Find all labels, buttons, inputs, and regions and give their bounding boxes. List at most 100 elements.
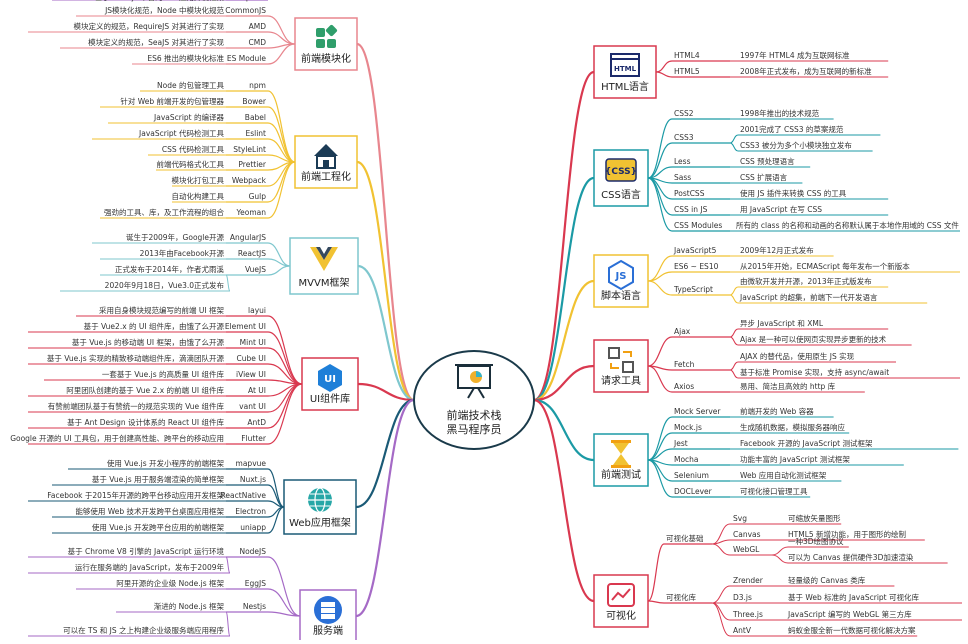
item-key: JavaScript5 <box>673 246 717 255</box>
branch-node-engineering[interactable]: 前端工程化 <box>294 135 358 189</box>
item-desc: 阿里团队创建的基于 Vue 2.x 的前端 UI 组件库 <box>66 385 224 395</box>
sub-connector <box>225 556 231 574</box>
link-html <box>533 70 595 402</box>
item-desc: JavaScript 代码检测工具 <box>138 128 224 138</box>
presentation-icon <box>455 364 493 399</box>
item-connector <box>267 106 296 163</box>
link-visual <box>533 398 595 603</box>
item-desc: 一套基于 Vue.js 的高质量 UI 组件库 <box>102 369 225 379</box>
item-desc: 生成随机数据，模拟服务器响应 <box>740 422 845 432</box>
sub-connector <box>729 336 739 346</box>
item-key: AMD <box>249 22 267 31</box>
item-desc: 用 JavaScript 在写 CSS <box>740 204 822 214</box>
item-key: Fetch <box>674 360 695 369</box>
item-desc: 基于 Vue.js 的移动端 UI 框架，由饿了么开源 <box>72 337 225 347</box>
item-connector <box>267 383 303 413</box>
item-desc: 基于 Nodejs 平台的Web应用开发框架 <box>95 0 225 2</box>
vue-icon <box>310 247 338 271</box>
branch-node-visual[interactable]: 可视化 <box>593 574 649 628</box>
item-key: VueJS <box>245 265 266 274</box>
branch-node-request[interactable]: 请求工具 <box>593 339 649 393</box>
link-mvvm <box>357 264 415 402</box>
sub-connector <box>771 546 789 556</box>
item-desc: 易用、简洁且高效的 http 库 <box>740 381 836 391</box>
branch-node-testing[interactable]: 前端测试 <box>593 433 649 487</box>
item-desc: 使用 Vue.js 开发跨平台应用的前端框架 <box>92 522 225 532</box>
item-connector <box>267 31 296 45</box>
item-key: EggJS <box>245 579 266 588</box>
item-desc: 使用 JS 插件来转换 CSS 的工具 <box>740 188 847 198</box>
item-key: Babel <box>245 113 266 122</box>
item-desc: 前端开发的 Web 容器 <box>740 406 814 416</box>
item-desc: 2013年由Facebook开源 <box>140 248 225 258</box>
item-desc: 诞生于2009年，Google开源 <box>126 232 225 242</box>
sub-connector <box>225 274 231 292</box>
item-desc: CSS 预处理语言 <box>740 156 795 166</box>
item-key: NodeJS <box>239 547 266 556</box>
item-desc: 可缩放矢量图形 <box>788 513 841 523</box>
link-webapp <box>355 398 415 509</box>
item-key: Less <box>674 157 691 166</box>
center-node[interactable]: 前端技术栈 黑马程序员 <box>413 350 535 450</box>
server-icon <box>314 596 342 624</box>
js-icon: JS <box>608 259 634 291</box>
item-key: ES Module <box>227 54 267 63</box>
branch-title: UI组件库 <box>310 392 350 405</box>
item-desc: 2020年9月18日，Vue3.0正式发布 <box>105 280 225 290</box>
branch-node-modular[interactable]: 前端模块化 <box>294 17 358 71</box>
item-key: Yeoman <box>236 208 267 217</box>
item-key: Flutter <box>241 434 267 443</box>
item-connector <box>647 365 673 393</box>
item-desc: Node 的包管理工具 <box>157 80 224 90</box>
house-icon <box>314 144 338 169</box>
item-desc: 采用自身模块规范编写的前端 UI 框架 <box>99 305 224 315</box>
item-desc: 可以在 TS 和 JS 之上构建企业级服务端应用程序 <box>63 625 224 635</box>
item-key: vant UI <box>239 402 266 411</box>
item-desc: JavaScript 的超集，前端下一代开发语言 <box>739 292 878 302</box>
item-desc: 蚂蚁金服全新一代数据可视化解决方案 <box>788 625 916 635</box>
sub-connector <box>729 294 739 304</box>
item-desc: 由微软开发并开源，2013年正式版发布 <box>740 276 872 286</box>
item-key: PostCSS <box>674 189 705 198</box>
item-connector <box>655 60 673 73</box>
item-desc: JavaScript 编写的 WebGL 第三方库 <box>787 609 912 619</box>
item-desc: 一种3D绘图协议 <box>788 536 844 546</box>
item-key: Electron <box>235 507 266 516</box>
item-connector <box>267 15 296 45</box>
item-key: HTML4 <box>674 51 700 60</box>
item-connector <box>647 177 673 232</box>
item-desc: 1997年 HTML4 成为互联网标准 <box>740 50 850 60</box>
item-desc: 从2015年开始，ECMAScript 每年发布一个新版本 <box>740 261 910 271</box>
item-desc: 强劲的工具、库，及工作流程的组合 <box>104 207 224 217</box>
item-desc: 基于标准 Promise 实现，支持 async/await <box>740 367 889 377</box>
item-key: CSS Modules <box>674 221 722 230</box>
branch-title: Web应用框架 <box>289 516 351 529</box>
item-key: Zrender <box>733 576 764 585</box>
item-connector <box>647 177 673 216</box>
link-js <box>533 279 595 402</box>
item-key: AntV <box>733 626 752 635</box>
branch-node-mvvm[interactable]: MVVM框架 <box>289 237 359 295</box>
center-title: 前端技术栈 <box>447 408 502 422</box>
item-desc: 前端代码格式化工具 <box>157 159 225 169</box>
item-connector <box>711 523 731 545</box>
branch-node-css[interactable]: {CSS}CSS语言 <box>593 149 649 207</box>
branch-node-webapp[interactable]: Web应用框架 <box>283 479 357 535</box>
item-desc: 自动化构建工具 <box>172 191 225 201</box>
branch-box <box>294 17 358 71</box>
group-connector <box>647 600 665 604</box>
item-key: uniapp <box>240 523 266 532</box>
item-connector <box>647 280 673 296</box>
center-ellipse <box>413 350 535 450</box>
item-key: Selenium <box>674 471 709 480</box>
svg-text:{CSS}: {CSS} <box>605 167 637 177</box>
branch-node-server[interactable]: 服务端 <box>299 589 357 643</box>
item-key: ReactNative <box>221 491 267 500</box>
item-connector <box>267 611 301 617</box>
link-modular <box>356 42 415 402</box>
item-connector <box>267 331 303 385</box>
